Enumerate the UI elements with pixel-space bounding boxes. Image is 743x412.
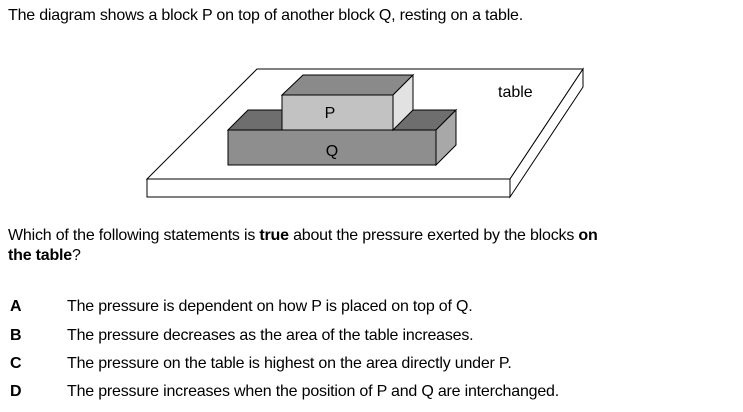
question-emphasis: on <box>578 227 598 244</box>
option-letter: D <box>10 383 22 400</box>
intro-text: The diagram shows a block P on top of an… <box>8 7 523 24</box>
block-p-label: P <box>325 105 336 122</box>
option-letter: B <box>10 327 22 344</box>
question-text: Which of the following statements is <box>8 227 260 244</box>
question-emphasis: true <box>259 227 289 244</box>
question-emphasis: the table <box>8 247 72 264</box>
option-letter: A <box>10 298 22 315</box>
question-text: ? <box>72 247 81 264</box>
question-line-1: Which of the following statements is tru… <box>8 227 598 245</box>
option-text: The pressure on the table is highest on … <box>67 355 512 372</box>
question-text: about the pressure exerted by the blocks <box>288 227 579 244</box>
question-line-2: the table? <box>8 247 81 265</box>
table-front <box>146 178 511 198</box>
option-text: The pressure decreases as the area of th… <box>67 327 474 344</box>
option-letter: C <box>10 355 22 372</box>
table-side <box>509 67 584 199</box>
option-text: The pressure is dependent on how P is pl… <box>67 298 473 315</box>
block-q-label: Q <box>326 143 338 160</box>
block-p <box>280 73 415 132</box>
option-text: The pressure increases when the position… <box>67 383 559 400</box>
table-label: table <box>498 84 533 101</box>
